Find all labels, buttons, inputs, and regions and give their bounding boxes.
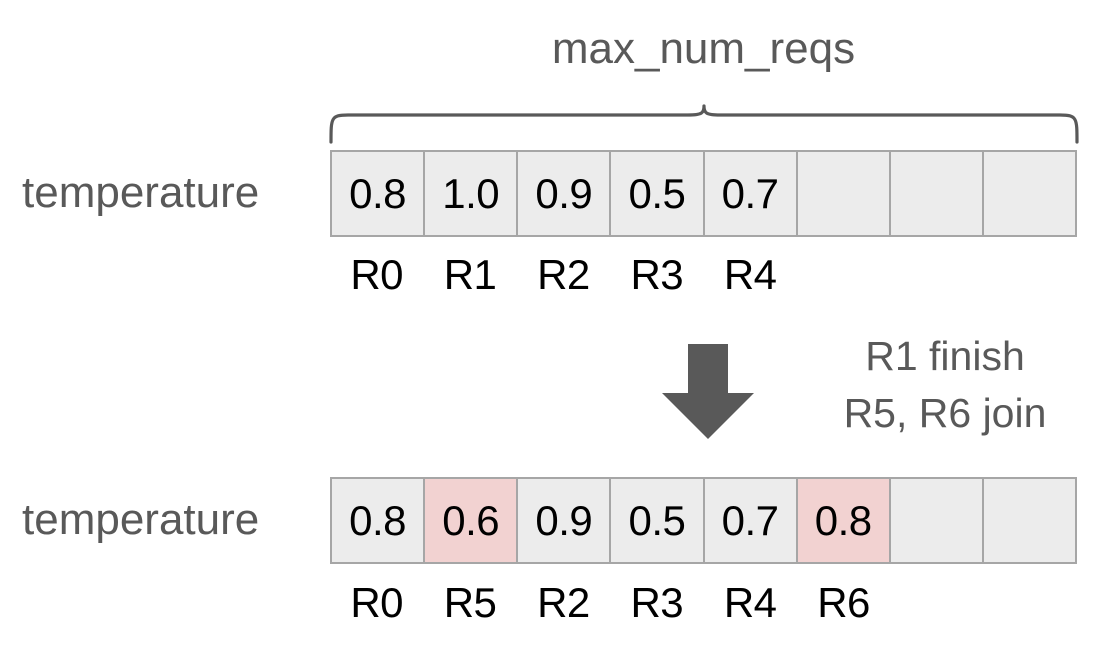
array-cell-empty[interactable] xyxy=(983,479,1075,562)
request-id-label: R2 xyxy=(537,579,590,626)
transition-note-line-2: R5, R6 join xyxy=(843,389,1047,436)
array-cell-highlighted[interactable]: 0.8 xyxy=(797,479,891,562)
request-id-label: R3 xyxy=(630,251,684,298)
span-brace xyxy=(326,104,1082,144)
request-id-label-empty xyxy=(890,580,983,626)
array-cell-empty[interactable] xyxy=(890,152,984,235)
row-label-temperature-before: temperature xyxy=(22,168,260,217)
request-id-label: R5 xyxy=(443,579,497,626)
request-id-label-empty xyxy=(890,252,983,298)
max-num-reqs-label: max_num_reqs xyxy=(551,24,856,73)
array-cell[interactable]: 0.7 xyxy=(704,152,798,235)
array-cell-empty[interactable] xyxy=(797,152,891,235)
temperature-array-before: 0.8 1.0 0.9 0.5 0.7 xyxy=(330,150,1077,237)
array-cell[interactable]: 0.7 xyxy=(704,479,798,562)
request-id-label: R3 xyxy=(630,579,684,626)
temperature-array-after: 0.8 0.6 0.9 0.5 0.7 0.8 xyxy=(330,477,1077,564)
down-arrow-icon xyxy=(660,338,760,444)
array-cell-highlighted[interactable]: 0.6 xyxy=(425,479,519,562)
array-cell[interactable]: 0.8 xyxy=(332,479,426,562)
request-id-label-empty xyxy=(984,252,1077,298)
array-cell[interactable]: 0.8 xyxy=(332,152,426,235)
request-id-label: R4 xyxy=(723,251,777,298)
array-cell[interactable]: 0.5 xyxy=(611,152,705,235)
array-cell-empty[interactable] xyxy=(890,479,984,562)
request-id-label: R0 xyxy=(350,251,404,298)
array-cell[interactable]: 0.9 xyxy=(518,479,612,562)
transition-note-line-1: R1 finish xyxy=(865,333,1025,379)
request-id-label-empty xyxy=(984,580,1077,626)
array-cell-empty[interactable] xyxy=(983,152,1075,235)
row-label-temperature-after: temperature xyxy=(22,495,260,544)
request-id-row-after: R0 R5 R2 R3 R4 R6 xyxy=(330,580,1077,626)
request-id-label: R2 xyxy=(537,251,590,298)
request-id-label: R6 xyxy=(817,579,870,626)
transition-note: R1 finish R5, R6 join xyxy=(790,328,1100,441)
request-id-label: R4 xyxy=(723,579,777,626)
request-id-label: R0 xyxy=(350,579,404,626)
request-id-label-empty xyxy=(797,252,890,298)
request-id-label: R1 xyxy=(443,251,497,298)
array-cell[interactable]: 0.9 xyxy=(518,152,612,235)
array-cell[interactable]: 1.0 xyxy=(425,152,519,235)
request-id-row-before: R0 R1 R2 R3 R4 xyxy=(330,252,1077,298)
array-cell[interactable]: 0.5 xyxy=(611,479,705,562)
